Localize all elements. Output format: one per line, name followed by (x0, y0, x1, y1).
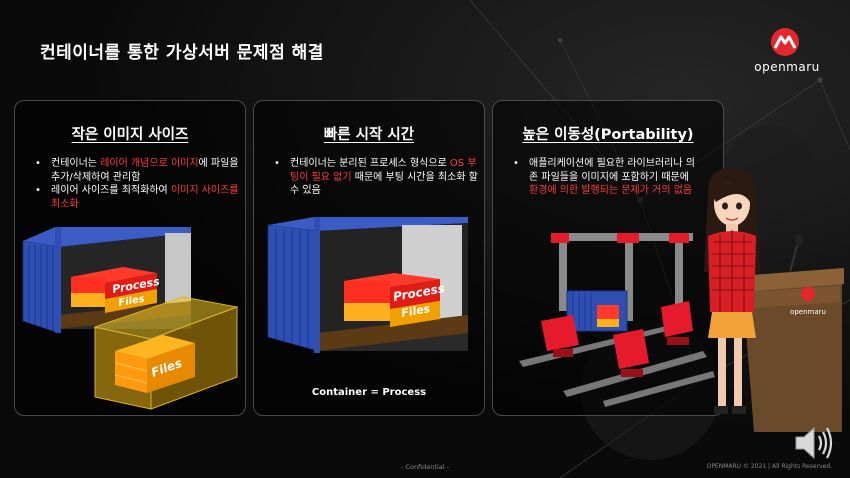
logo-text: openmaru (754, 60, 820, 74)
slide-title: 컨테이너를 통한 가상서버 문제점 해결 (40, 43, 324, 63)
card-bullets: • 컨테이너는 레이어 개념으로 이미지에 파일을 추가/삭제하여 관리함 • … (35, 157, 239, 211)
card-heading: 높은 이동성(Portability) (522, 127, 694, 143)
bullet-item: • 컨테이너는 분리된 프로세스 형식으로 OS 부팅이 필요 없기 때문에 부… (274, 158, 478, 196)
card-bullets: • 애플리케이션에 필요한 라이브러리나 의존 파일들을 이미지에 포함하기 때… (513, 157, 717, 198)
podium-logo-text: openmaru (790, 308, 826, 316)
card-small-image-size: 작은 이미지 사이즈 • 컨테이너는 레이어 개념으로 이미지에 파일을 추가/… (14, 100, 246, 416)
container-process-caption: Container = Process (311, 387, 427, 398)
card-bullets: • 컨테이너는 분리된 프로세스 형식으로 OS 부팅이 필요 없기 때문에 부… (274, 157, 478, 198)
bullet-item: • 레이어 사이즈를 최적화하여 이미지 사이즈를 최소화 (35, 185, 239, 210)
layer-label-files: Files (118, 294, 146, 309)
card-heading: 작은 이미지 사이즈 (71, 127, 189, 143)
speaker-icon[interactable] (792, 423, 834, 463)
openmaru-logo-icon (771, 28, 799, 56)
bullet-item: • 애플리케이션에 필요한 라이브러리나 의존 파일들을 이미지에 포함하기 때… (513, 158, 695, 196)
container-crane-illustration (519, 233, 715, 407)
layer-label-files: Files (400, 302, 431, 320)
card-fast-start-time: 빠른 시작 시간 • 컨테이너는 분리된 프로세스 형식으로 OS 부팅이 필요… (253, 100, 485, 416)
card-high-portability: 높은 이동성(Portability) • 애플리케이션에 필요한 라이브러리나… (492, 100, 724, 416)
container-process-illustration: Process Files (267, 217, 468, 353)
footer-confidential: - Confidential - (401, 463, 449, 471)
bullet-item: • 컨테이너는 레이어 개념으로 이미지에 파일을 추가/삭제하여 관리함 (35, 158, 239, 183)
presenter-character: openmaru (704, 168, 844, 432)
card-heading: 빠른 시작 시간 (323, 127, 415, 143)
footer-copyright: OPENMARU © 2021 | All Rights Reserved. (706, 463, 832, 470)
podium-logo-icon (801, 287, 815, 301)
container-layers-illustration: Process Files Files (22, 227, 239, 410)
